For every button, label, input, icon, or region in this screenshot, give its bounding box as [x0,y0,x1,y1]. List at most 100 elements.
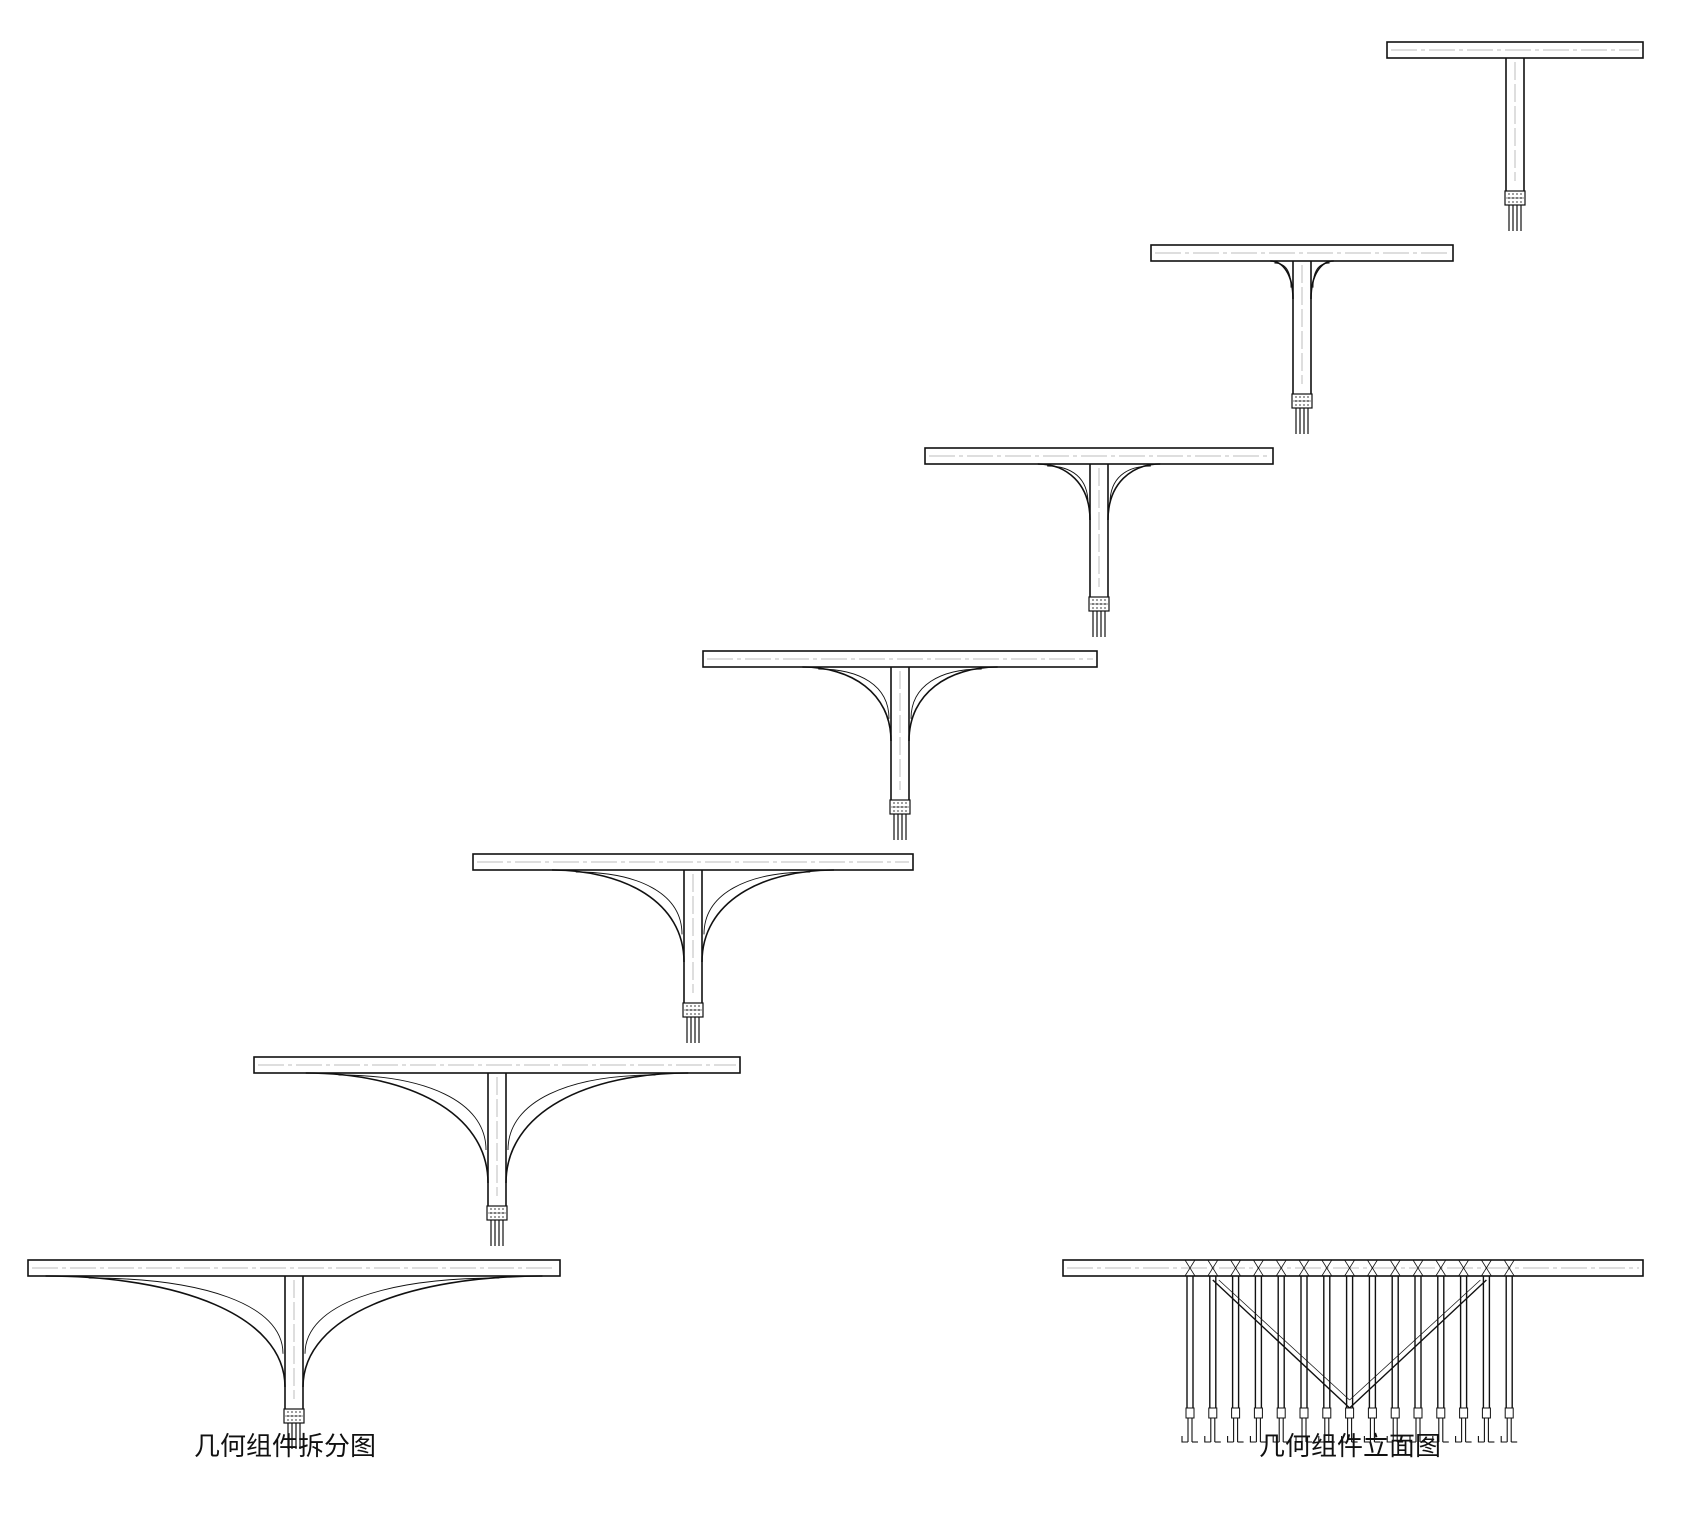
base-connector [1185,1407,1195,1419]
base-connector [1413,1407,1423,1419]
anchor-hook [1227,1436,1234,1443]
anchor-hook [1272,1436,1280,1443]
curved-arm-inner [1274,262,1292,288]
joint-mark [1298,1259,1310,1277]
component-2 [1150,244,1454,434]
joint-mark [1503,1259,1515,1277]
caption-elevation-view: 几何组件立面图 [1258,1432,1442,1462]
beam [924,447,1274,465]
elevation-brace [1212,1279,1351,1409]
curved-arm [802,666,892,742]
elevation-post [1363,1259,1381,1443]
component-7 [27,1259,561,1449]
component-6 [253,1056,741,1246]
elevation-post [1227,1259,1244,1443]
elevation-post [1455,1259,1472,1443]
elevation-post [1500,1259,1518,1443]
component-5 [472,853,914,1043]
base-connector [1459,1407,1469,1419]
elevation-post [1432,1259,1449,1443]
curved-arm [701,869,835,963]
base-connector [1436,1407,1446,1419]
curved-arm-inner [507,1074,656,1151]
joint-mark [1344,1259,1355,1277]
curved-arm-inner [910,668,982,719]
base-connector [1367,1407,1377,1419]
elevation-post [1204,1259,1221,1443]
joint-mark [1184,1259,1196,1277]
curved-arm-inner [575,871,683,935]
base-connector [1504,1407,1514,1419]
beam [702,650,1098,668]
anchor-hook [1295,1436,1302,1443]
component-1 [1386,41,1644,231]
anchor-hook [1181,1436,1188,1443]
anchor-hook [1386,1436,1394,1443]
curved-arm-inner [1312,262,1330,288]
anchor-hook [1341,1436,1348,1443]
joint-mark [1230,1259,1241,1277]
elevation-post [1386,1259,1404,1443]
caption-exploded-view: 几何组件拆分图 [193,1432,377,1462]
joint-mark [1367,1259,1378,1277]
joint-mark [1481,1259,1492,1277]
anchor-hook [1318,1436,1325,1443]
joint-mark [1321,1259,1333,1277]
beam [253,1056,741,1074]
elevation-post [1181,1259,1198,1443]
component-4 [702,650,1098,840]
base-connector [1253,1407,1263,1419]
curved-arm-inner [818,668,890,719]
joint-mark [1253,1259,1264,1277]
base-connector [1322,1407,1332,1419]
base-connector [1345,1407,1355,1419]
curved-arm [908,666,998,742]
curved-arm-inner [703,871,811,935]
anchor-hook [1409,1436,1416,1443]
elevation-post [1249,1259,1267,1443]
curved-arm [1037,463,1091,521]
curved-arm-inner [304,1277,500,1354]
base-connector [1299,1407,1309,1419]
joint-mark [1412,1259,1424,1277]
base-connector [1208,1407,1218,1419]
curved-arm-inner [1109,465,1151,504]
curved-arm-inner [1047,465,1089,504]
elevation-post [1295,1259,1312,1443]
elevation-post [1272,1259,1290,1443]
elevation-post [1409,1259,1426,1443]
anchor-hook [1500,1436,1508,1443]
curved-arm [305,1072,489,1184]
elevation-view [1062,1259,1644,1443]
beam [27,1259,561,1277]
anchor-hook [1477,1436,1485,1443]
curved-arm [551,869,685,963]
joint-mark [1275,1259,1287,1277]
base-connector [1481,1407,1491,1419]
elevation-brace [1349,1279,1487,1409]
curved-arm-inner [338,1074,487,1151]
anchor-hook [1363,1436,1371,1443]
curved-arm-inner [88,1277,284,1354]
joint-mark [1207,1259,1219,1277]
anchor-hook [1455,1436,1462,1443]
joint-mark [1389,1259,1401,1277]
curved-arm [505,1072,689,1184]
joint-mark [1458,1259,1469,1277]
curved-arm [1107,463,1161,521]
elevation-post [1318,1259,1335,1443]
anchor-hook [1432,1436,1439,1443]
joint-mark [1435,1259,1447,1277]
curved-arm [1310,260,1334,300]
anchor-hook [1204,1436,1211,1443]
curved-arm [302,1275,543,1388]
beam [1150,244,1454,262]
curved-arm [45,1275,286,1388]
base-connector [1390,1407,1400,1419]
curved-arm [1270,260,1294,300]
elevation-post [1477,1259,1495,1443]
anchor-hook [1249,1436,1257,1443]
elevation-post [1341,1259,1358,1443]
base-connector [1231,1407,1241,1419]
